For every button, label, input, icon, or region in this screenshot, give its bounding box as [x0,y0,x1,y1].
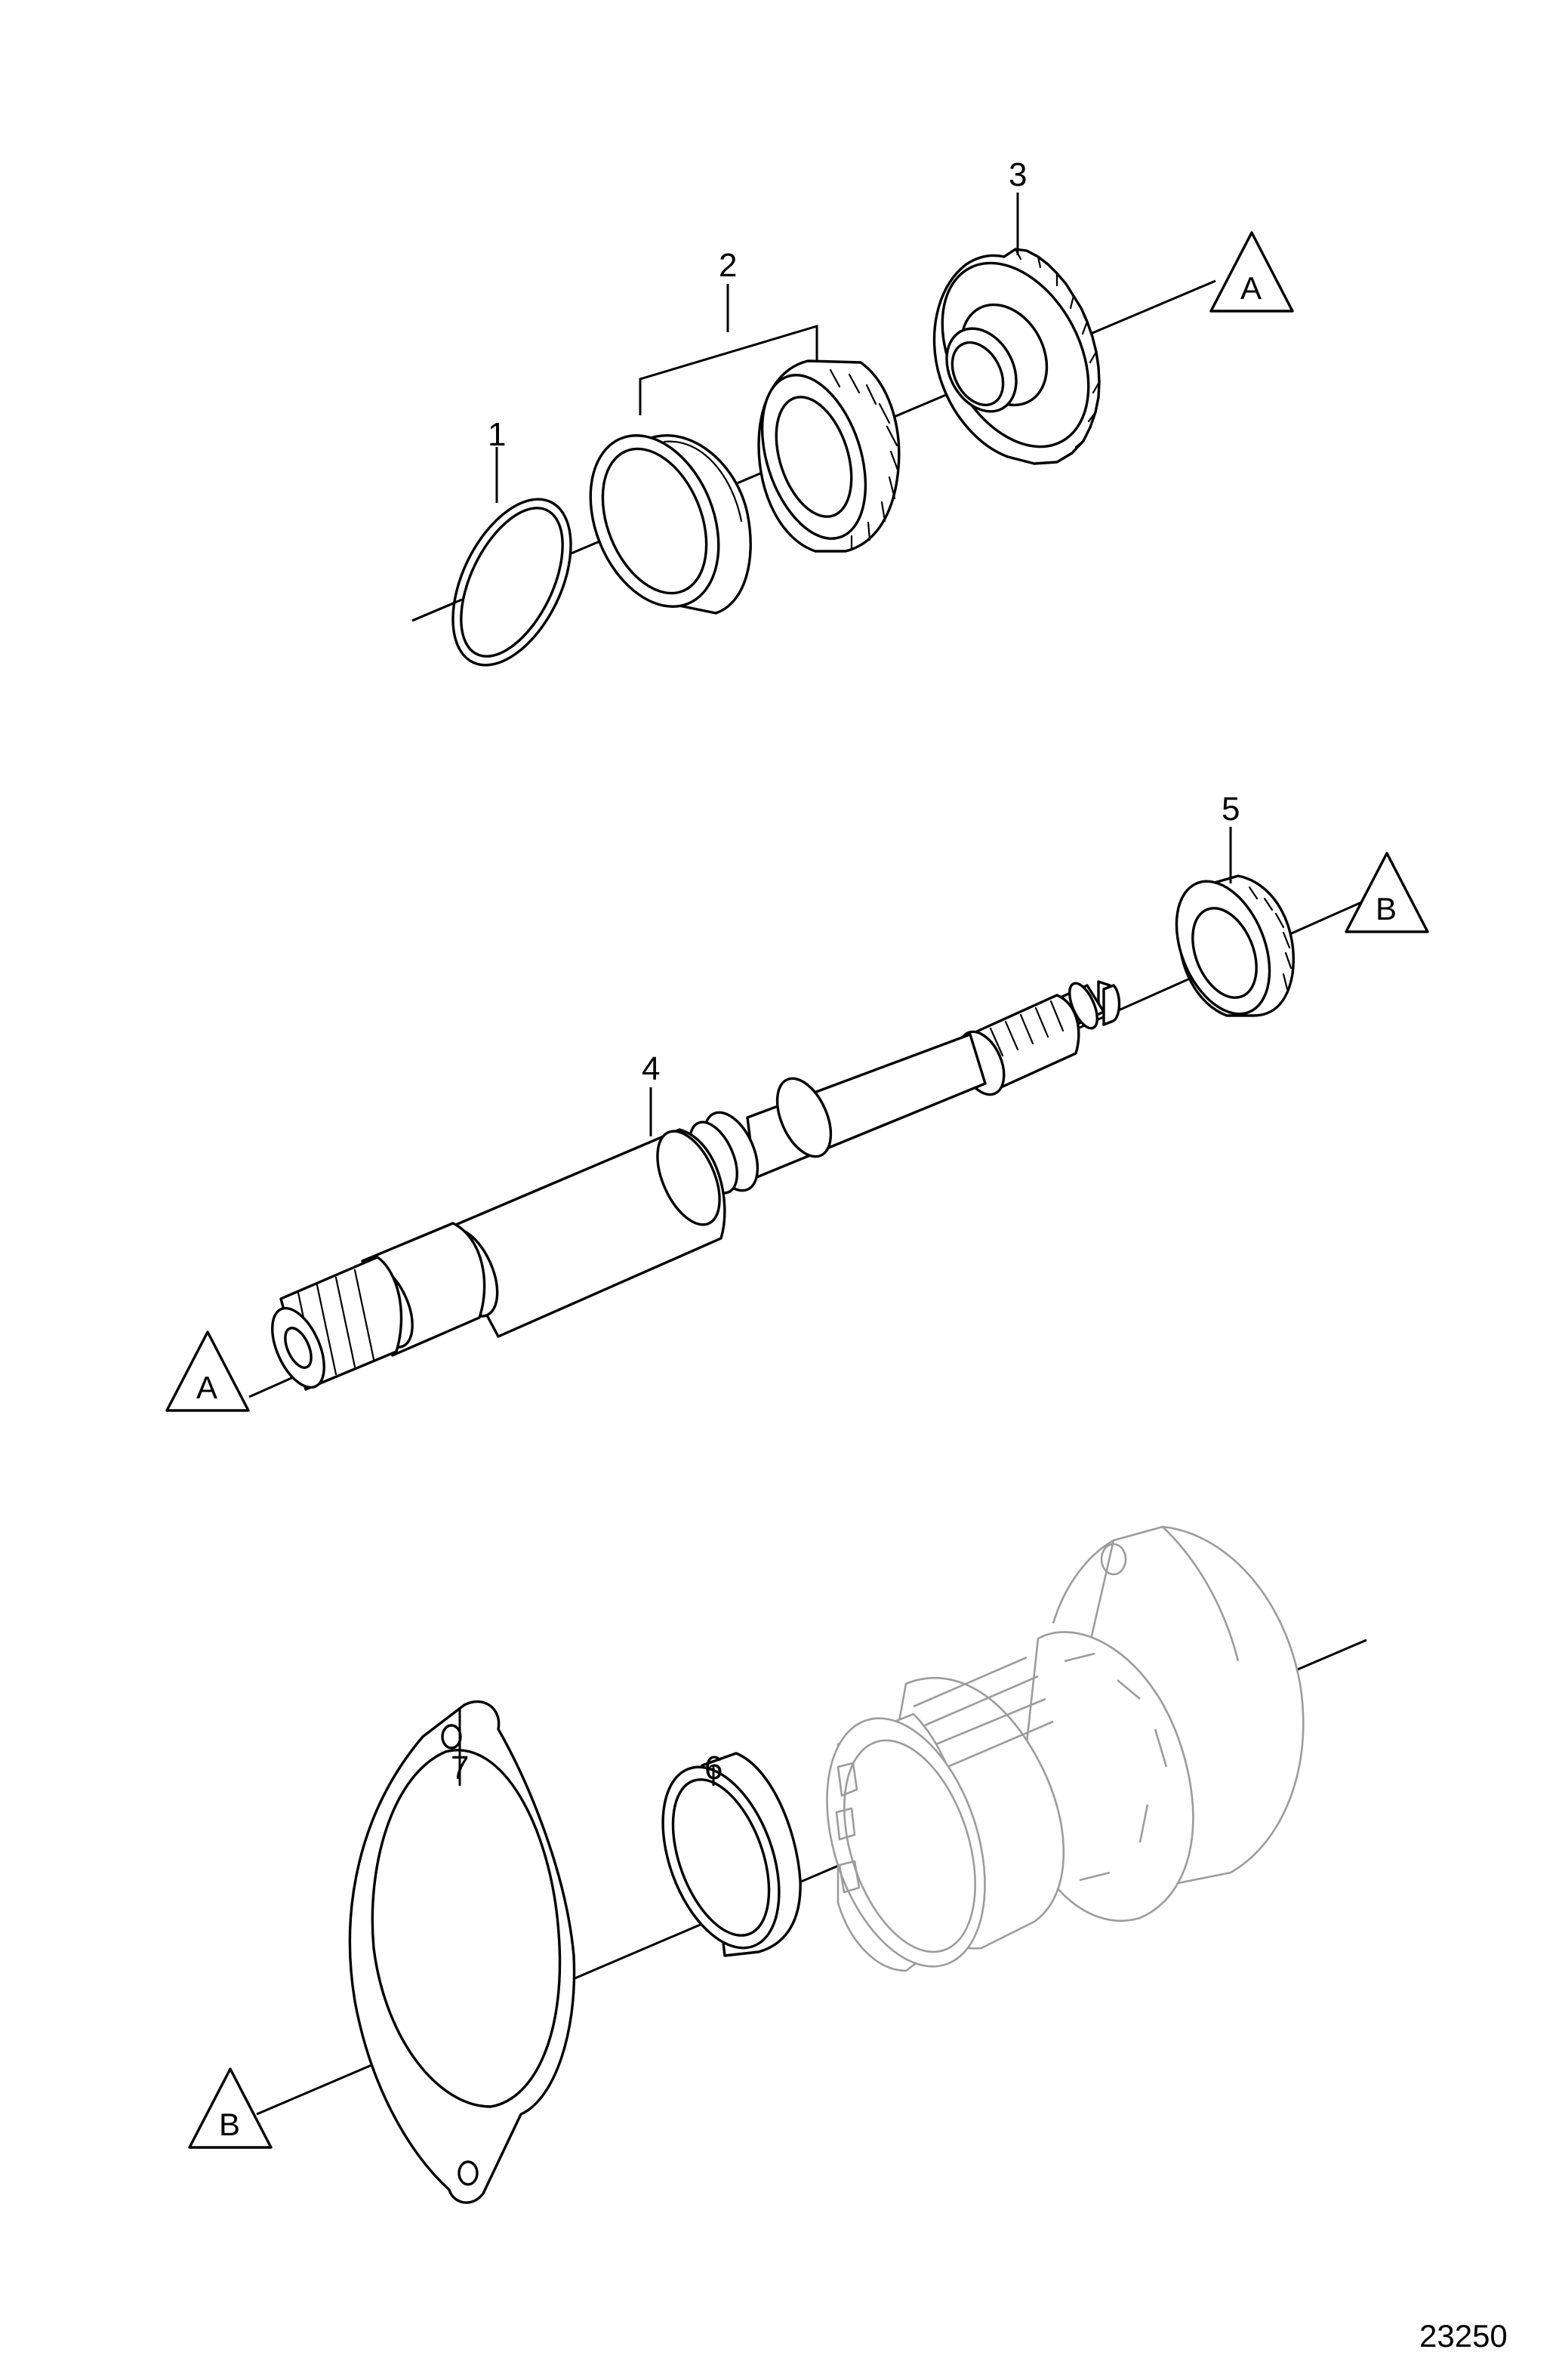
part-7-gasket [348,1700,576,2204]
part-5-nut [1175,874,1295,1017]
part-6-ring [661,1752,802,1957]
reference-number: 23250 [1419,2318,1508,2354]
callout-3: 3 [1009,156,1027,193]
part-1-snap-ring [411,498,572,667]
callout-leaders [458,193,1232,1786]
connector-b-bottom: B [188,2067,273,2149]
middle-assembly [248,874,1367,1398]
connector-b-mid: B [1345,852,1429,933]
svg-text:B: B [1376,891,1397,926]
part-3-bevel-gear [932,248,1101,465]
part-2-bearing-cup [589,434,752,615]
part-2-bearing-cone [757,359,901,553]
connector-a-top: A [1209,231,1294,313]
callout-7: 7 [451,1750,469,1787]
callout-labels: 1 2 3 4 5 6 7 [451,156,1240,1787]
upper-assembly [411,248,1216,667]
connector-a-mid: A [165,1330,250,1412]
lower-assembly [256,1525,1367,2204]
svg-text:A: A [196,1370,217,1405]
callout-2: 2 [719,247,737,284]
callout-5: 5 [1222,791,1240,828]
housing [826,1525,1305,1972]
bearing-rollers [829,368,900,551]
svg-text:A: A [1240,270,1262,306]
callout-4: 4 [642,1050,660,1087]
callout-6: 6 [704,1750,723,1787]
svg-text:B: B [219,2107,240,2142]
callout-1: 1 [488,416,506,453]
part-4-shaft [271,980,1121,1391]
